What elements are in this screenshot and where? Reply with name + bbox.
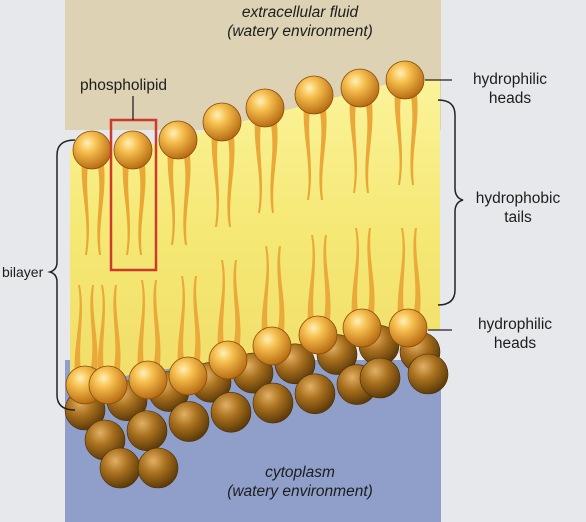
phosphate-head (299, 316, 337, 354)
cytoplasm-label-line1: cytoplasm (190, 463, 410, 482)
extracellular-label-line2: (watery environment) (190, 22, 410, 41)
phosphate-head (89, 366, 127, 404)
phospholipid-label: phospholipid (80, 76, 167, 95)
phosphate-head (114, 131, 152, 169)
phosphate-head (73, 131, 111, 169)
phosphate-head (253, 383, 293, 423)
phosphate-head (253, 327, 291, 365)
hydrophobic-tails-line1: hydrophobic (458, 189, 578, 208)
phosphate-head (169, 402, 209, 442)
hydrophilic-heads-top-line2: heads (455, 89, 565, 108)
phosphate-head (343, 309, 381, 347)
phosphate-head (209, 341, 247, 379)
cytoplasm-label-line2: (watery environment) (190, 482, 410, 501)
hydrophilic-heads-top-line1: hydrophilic (455, 70, 565, 89)
phosphate-head (341, 69, 379, 107)
phosphate-head (159, 121, 197, 159)
phosphate-head (360, 358, 400, 398)
hydrophilic-heads-bottom-line1: hydrophilic (460, 315, 570, 334)
phosphate-head (408, 354, 448, 394)
phosphate-head (386, 61, 424, 99)
cytoplasm-label: cytoplasm (watery environment) (190, 463, 410, 501)
phosphate-head (295, 76, 333, 114)
phosphate-head (295, 374, 335, 414)
phosphate-head (169, 357, 207, 395)
hydrophilic-heads-top-label: hydrophilic heads (455, 70, 565, 108)
phosphate-head (246, 89, 284, 127)
phosphate-head (129, 361, 167, 399)
phosphate-head (138, 448, 178, 488)
bilayer-label: bilayer (2, 263, 43, 282)
phosphate-head (211, 392, 251, 432)
hydrophobic-tails-label: hydrophobic tails (458, 189, 578, 227)
hydrophilic-heads-bottom-line2: heads (460, 334, 570, 353)
extracellular-label: extracellular fluid (watery environment) (190, 3, 410, 41)
hydrophilic-heads-bottom-label: hydrophilic heads (460, 315, 570, 353)
phosphate-head (203, 103, 241, 141)
extracellular-label-line1: extracellular fluid (190, 3, 410, 22)
phosphate-head (389, 309, 427, 347)
phosphate-head (100, 448, 140, 488)
phosphate-head (127, 411, 167, 451)
hydrophobic-tails-line2: tails (458, 208, 578, 227)
